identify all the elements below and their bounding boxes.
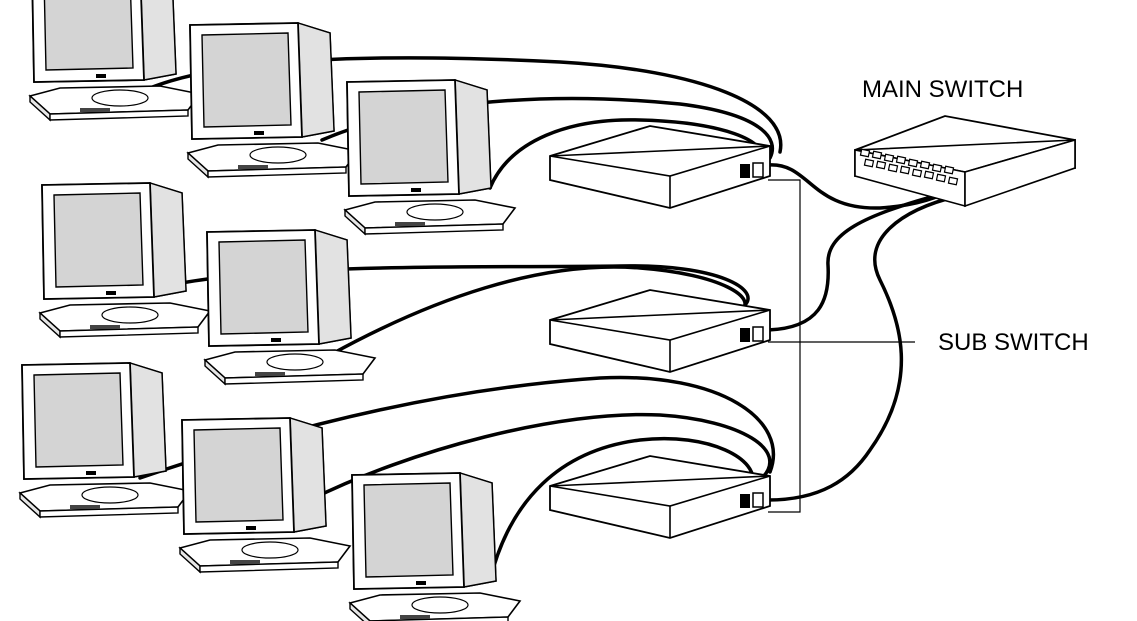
computer xyxy=(20,363,190,517)
main-switch xyxy=(855,116,1075,206)
computer xyxy=(180,418,350,572)
uplink-cable xyxy=(768,192,950,330)
computer xyxy=(205,230,375,384)
computer xyxy=(40,183,210,337)
sub-switch-2 xyxy=(550,290,770,372)
computer xyxy=(30,0,200,120)
main-switch-label: MAIN SWITCH xyxy=(862,76,1023,104)
computer xyxy=(188,23,358,177)
sub-switch-1 xyxy=(550,126,770,208)
uplink-cable xyxy=(768,196,958,500)
sub-switch-label: SUB SWITCH xyxy=(938,329,1089,357)
sub-switch-3 xyxy=(550,456,770,538)
computer xyxy=(350,473,520,621)
